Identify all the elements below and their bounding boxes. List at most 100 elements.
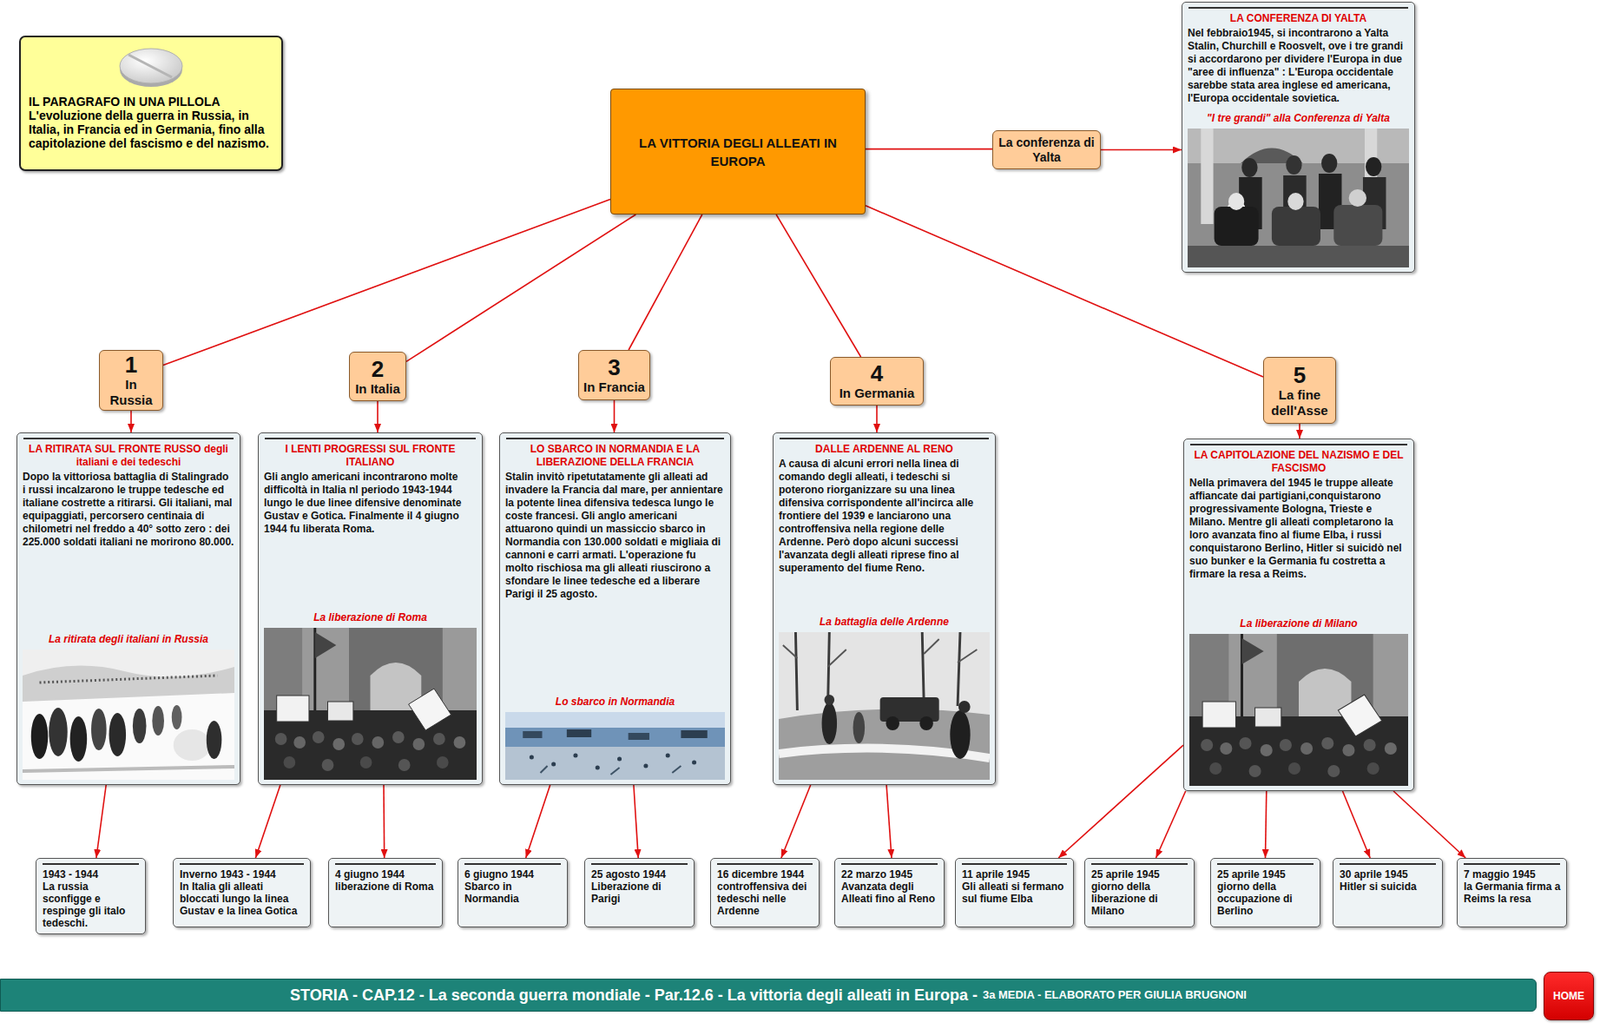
section-label: In Italia <box>355 381 401 397</box>
summary-box: IL PARAGRAFO IN UNA PILLOLAL'evoluzione … <box>19 35 284 172</box>
connector <box>776 214 862 357</box>
liberation-photo <box>263 627 477 780</box>
section-number: 2 <box>371 356 384 382</box>
connector <box>406 214 636 362</box>
connector <box>781 784 811 858</box>
event-date: 1943 - 1944 <box>42 868 140 881</box>
section-number: 1 <box>125 352 138 377</box>
info-panel: LA CAPITOLAZIONE DEL NAZISMO E DEL FASCI… <box>1183 438 1415 791</box>
event-date: 16 dicembre 1944 <box>717 868 814 881</box>
event-date: 25 agosto 1944 <box>591 868 689 881</box>
connector <box>1298 423 1301 439</box>
connector <box>1265 790 1267 858</box>
section-label: In Russia <box>103 376 159 409</box>
connector <box>1393 790 1466 858</box>
liberation-photo <box>1189 633 1409 786</box>
panel-heading: I LENTI PROGRESSI SUL FRONTE ITALIANO <box>263 442 477 469</box>
photo-caption: La liberazione di Roma <box>263 604 477 628</box>
connector <box>613 400 616 433</box>
event-text: Hitler si suicida <box>1339 880 1437 893</box>
event-box: 4 giugno 1944liberazione di Roma <box>328 857 443 928</box>
connector <box>382 784 385 858</box>
event-box: 7 maggio 1945la Germania firma a Reims l… <box>1456 857 1568 928</box>
event-text: liberazione di Roma <box>335 880 437 893</box>
connector <box>865 148 993 151</box>
event-box: 11 aprile 1945Gli alleati si fermano sul… <box>954 857 1074 928</box>
panel-text: A causa di alcuni errori nella linea di … <box>778 457 990 575</box>
event-text: giorno della occupazione di Berlino <box>1217 880 1315 917</box>
event-date: Inverno 1943 - 1944 <box>179 868 305 881</box>
footer-title: STORIA - CAP.12 - La seconda guerra mond… <box>289 985 978 1005</box>
event-text: Sbarco in Normandia <box>464 880 562 905</box>
connector <box>886 784 892 858</box>
photo-caption: La liberazione di Milano <box>1189 610 1409 634</box>
footer-credit: 3a MEDIA - ELABORATO PER GIULIA BRUGNONI <box>982 985 1247 1005</box>
event-text: controffensiva dei tedeschi nelle Ardenn… <box>717 880 814 917</box>
connector <box>633 784 639 858</box>
ardennes-photo <box>778 632 990 780</box>
panel-heading: LA CAPITOLAZIONE DEL NAZISMO E DEL FASCI… <box>1189 448 1409 475</box>
photo-caption: Lo sbarco in Normandia <box>505 688 725 712</box>
info-panel: LO SBARCO IN NORMANDIA E LA LIBERAZIONE … <box>499 432 731 785</box>
section-number: 5 <box>1293 362 1306 388</box>
event-text: In Italia gli alleati bloccati lungo la … <box>179 880 305 917</box>
section-box: 5La fine dell'Asse <box>1263 356 1337 424</box>
connector <box>875 405 878 433</box>
connector <box>1058 744 1184 858</box>
section-box: 1In Russia <box>98 349 164 411</box>
event-date: 25 aprile 1945 <box>1217 868 1315 881</box>
event-box: Inverno 1943 - 1944In Italia gli alleati… <box>172 857 311 928</box>
info-panel: DALLE ARDENNE AL RENOA causa di alcuni e… <box>772 432 996 785</box>
panel-text: Nella primavera del 1945 le truppe allea… <box>1189 476 1409 581</box>
event-date: 30 aprile 1945 <box>1339 868 1437 881</box>
event-text: Liberazione di Parigi <box>591 880 689 905</box>
event-text: Avanzata degli Alleati fino al Reno <box>841 880 939 905</box>
topic-label: La conferenza di Yalta <box>998 135 1095 165</box>
section-box: 4In Germania <box>829 356 924 406</box>
event-box: 16 dicembre 1944controffensiva dei tedes… <box>710 857 820 928</box>
event-date: 11 aprile 1945 <box>961 868 1068 881</box>
event-date: 22 marzo 1945 <box>841 868 939 881</box>
event-date: 25 aprile 1945 <box>1091 868 1189 881</box>
event-box: 1943 - 1944La russia sconfigge e resping… <box>35 857 146 935</box>
section-label: In Germania <box>839 385 916 402</box>
section-label: La fine dell'Asse <box>1267 387 1332 419</box>
section-label: In Francia <box>583 379 646 396</box>
central-topic: LA VITTORIA DEGLI ALLEATI IN EUROPA <box>610 88 866 215</box>
connector <box>255 784 281 858</box>
panel-heading: LA RITIRATA SUL FRONTE RUSSO degli itali… <box>22 442 235 469</box>
section-number: 3 <box>607 355 620 380</box>
connector <box>1156 790 1186 858</box>
event-date: 6 giugno 1944 <box>464 868 562 881</box>
section-number: 4 <box>870 361 883 386</box>
photo-caption: La battaglia delle Ardenne <box>778 608 990 633</box>
connector <box>526 784 551 858</box>
connector <box>1343 790 1371 858</box>
pill-icon <box>116 40 186 92</box>
panel-heading: DALLE ARDENNE AL RENO <box>778 442 990 456</box>
panel-text: Gli anglo americani incontrarono molte d… <box>263 470 477 536</box>
panel-heading: LO SBARCO IN NORMANDIA E LA LIBERAZIONE … <box>505 442 725 469</box>
event-box: 22 marzo 1945Avanzata degli Alleati fino… <box>834 857 945 928</box>
connector <box>1100 149 1182 152</box>
event-date: 4 giugno 1944 <box>335 868 437 881</box>
panel-text: Nel febbraio1945, si incontrarono a Yalt… <box>1187 26 1410 106</box>
panel-text: Stalin invitò ripetutatamente gli alleat… <box>505 470 725 601</box>
info-panel: LA CONFERENZA DI YALTANel febbraio1945, … <box>1181 1 1416 273</box>
event-date: 7 maggio 1945 <box>1463 868 1561 881</box>
panel-heading: LA CONFERENZA DI YALTA <box>1187 12 1410 26</box>
home-button: HOME <box>1543 971 1594 1021</box>
event-box: 25 aprile 1945giorno della occupazione d… <box>1210 857 1321 928</box>
info-panel: I LENTI PROGRESSI SUL FRONTE ITALIANOGli… <box>257 432 483 785</box>
connector <box>628 214 703 350</box>
connector <box>130 410 132 433</box>
event-box: 30 aprile 1945Hitler si suicida <box>1332 857 1443 928</box>
section-box: 2In Italia <box>348 351 407 402</box>
russia-photo <box>22 649 235 780</box>
summary-heading: IL PARAGRAFO IN UNA PILLOLA <box>28 94 274 109</box>
yalta-photo <box>1187 128 1410 268</box>
panel-text: Dopo la vittoriosa battaglia di Stalingr… <box>22 470 235 549</box>
summary-text: L'evoluzione della guerra in Russia, in … <box>28 108 274 151</box>
connector <box>96 784 106 858</box>
event-box: 6 giugno 1944Sbarco in Normandia <box>457 857 568 928</box>
